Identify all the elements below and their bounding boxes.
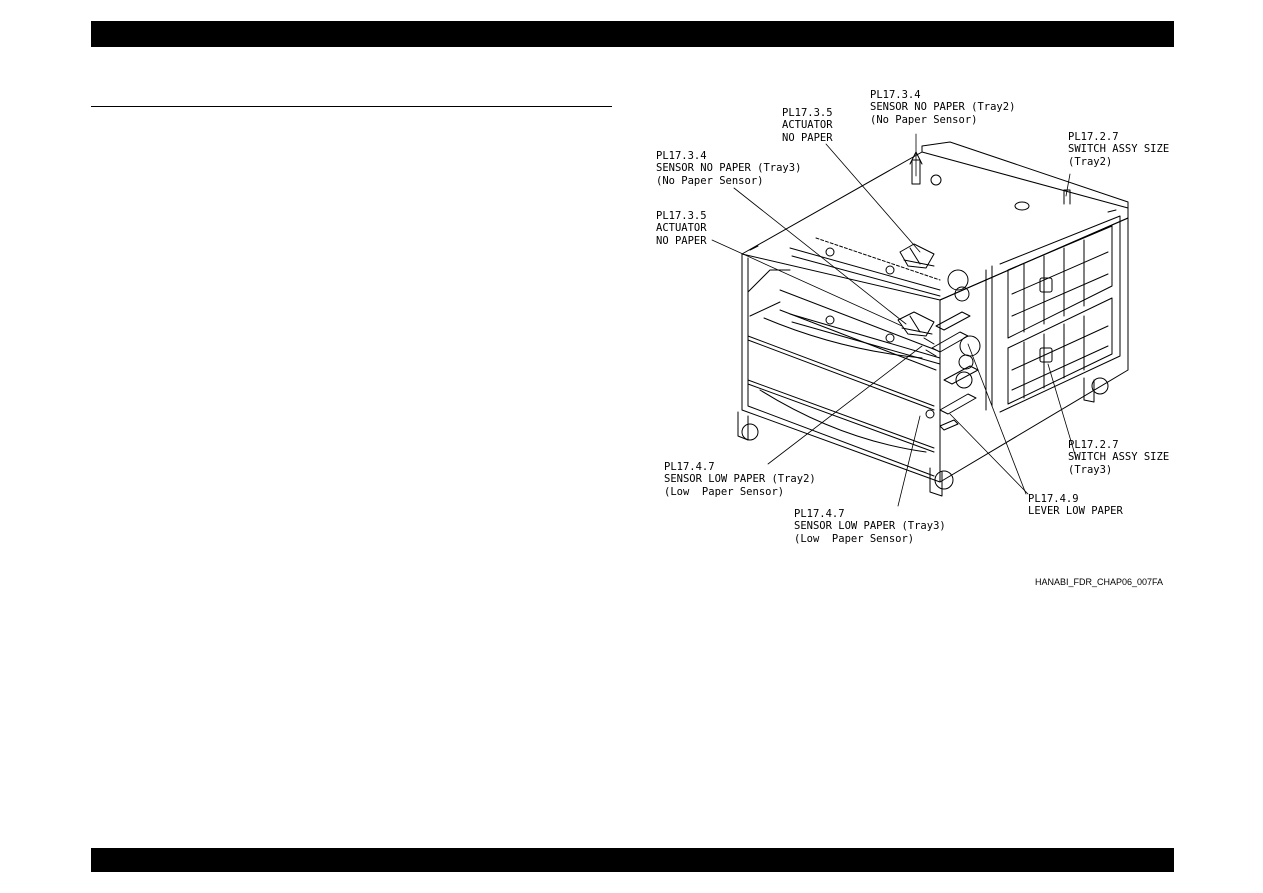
header-bar (91, 21, 1174, 47)
callout-sensor-no-paper-tray2: PL17.3.4 SENSOR NO PAPER (Tray2) (No Pap… (870, 89, 1016, 126)
figure-id: HANABI_FDR_CHAP06_007FA (1035, 577, 1164, 587)
callout-actuator-no-paper-lower: PL17.3.5 ACTUATOR NO PAPER (656, 210, 707, 247)
paper-feeder-illustration (711, 133, 1129, 507)
callout-sensor-no-paper-tray3: PL17.3.4 SENSOR NO PAPER (Tray3) (No Pap… (656, 150, 802, 187)
footer-bar (91, 848, 1174, 872)
paper-feeder-diagram: PL17.3.4 SENSOR NO PAPER (Tray2) (No Pap… (640, 80, 1180, 600)
callout-lever-low-paper: PL17.4.9 LEVER LOW PAPER (1028, 493, 1123, 518)
callout-sensor-low-paper-tray2: PL17.4.7 SENSOR LOW PAPER (Tray2) (Low P… (664, 461, 816, 498)
section-rule (91, 106, 612, 107)
callout-actuator-no-paper-upper: PL17.3.5 ACTUATOR NO PAPER (782, 107, 833, 144)
callout-switch-assy-size-tray2: PL17.2.7 SWITCH ASSY SIZE (Tray2) (1068, 131, 1170, 168)
callout-switch-assy-size-tray3: PL17.2.7 SWITCH ASSY SIZE (Tray3) (1068, 439, 1170, 476)
callout-sensor-low-paper-tray3: PL17.4.7 SENSOR LOW PAPER (Tray3) (Low P… (794, 508, 946, 545)
